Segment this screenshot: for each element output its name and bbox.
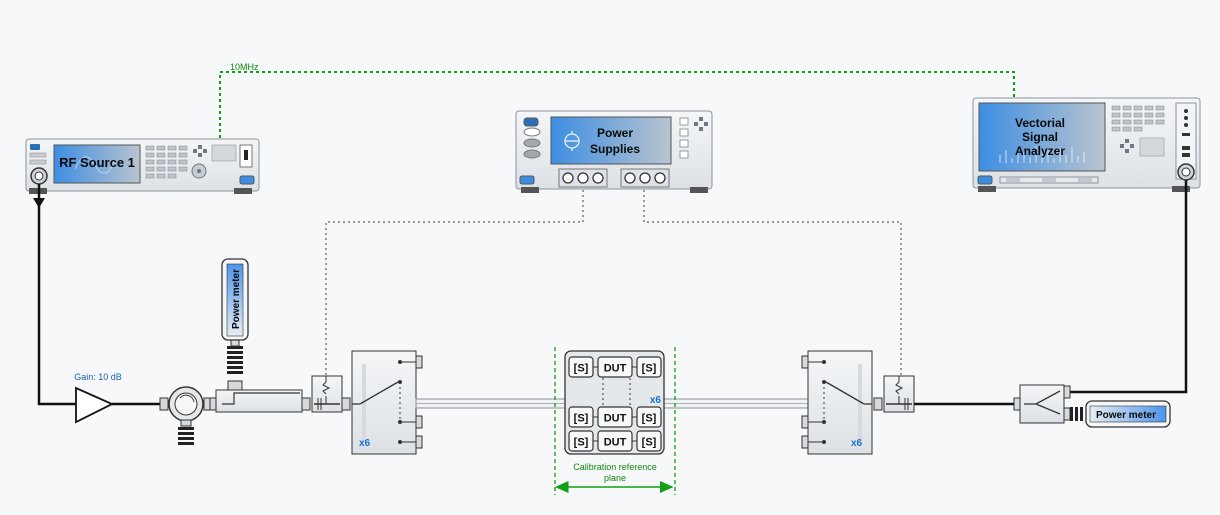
output-arrow-icon [33,198,45,208]
calibration-planes [554,347,676,495]
dut-row-2: [S] DUT [S] [568,406,662,428]
amplifier[interactable] [75,386,115,424]
rf-source-instrument[interactable] [25,138,260,194]
switch-matrix-right[interactable] [801,350,873,455]
sync-line [219,71,1015,138]
sparam-label: [S] [574,437,589,449]
coupler[interactable] [209,380,311,413]
rf-source-label: RF Source 1 [59,155,135,170]
calibration-label-2: plane [604,473,626,483]
dut-label: DUT [604,363,627,375]
control-lines [325,190,902,375]
vertical-power-meter-label: Power meter [231,269,242,329]
dut-label: DUT [604,437,627,449]
circulator[interactable] [159,386,213,445]
vsa-instrument[interactable] [972,97,1201,192]
power-supplies-label-1: Power [597,126,633,140]
calibration-label-1: Calibration reference [573,462,657,472]
sync-label: 10MHz [230,62,259,72]
power-supplies-label-2: Supplies [590,142,640,156]
vertical-power-meter-sensor[interactable] [221,258,249,374]
dut-row-3: [S] DUT [S] [568,430,662,452]
switch-left-multiplier: x6 [359,438,371,449]
amplifier-gain-label: Gain: 10 dB [74,372,122,382]
switch-matrix-left[interactable] [351,350,423,455]
switch-right-multiplier: x6 [851,438,863,449]
dut-multiplier: x6 [650,395,662,406]
vsa-label-1: Vectorial [1015,116,1065,130]
horizontal-power-meter-label: Power meter [1096,410,1156,421]
sparam-label: [S] [642,413,657,425]
sparam-label: [S] [574,363,589,375]
sparam-label: [S] [642,363,657,375]
power-supplies-instrument[interactable] [515,110,713,193]
bias-tee-right[interactable] [873,375,915,413]
vsa-label-2: Signal [1022,130,1058,144]
dut-row-1: [S] DUT [S] [568,356,662,378]
sparam-label: [S] [642,437,657,449]
dut-label: DUT [604,413,627,425]
bias-tee-left[interactable] [311,375,351,413]
power-splitter[interactable] [1013,384,1071,424]
vsa-label-3: Analyzer [1015,144,1065,158]
rf-cables [37,180,1188,406]
sparam-label: [S] [574,413,589,425]
horizontal-power-meter-sensor[interactable] [1070,400,1171,428]
